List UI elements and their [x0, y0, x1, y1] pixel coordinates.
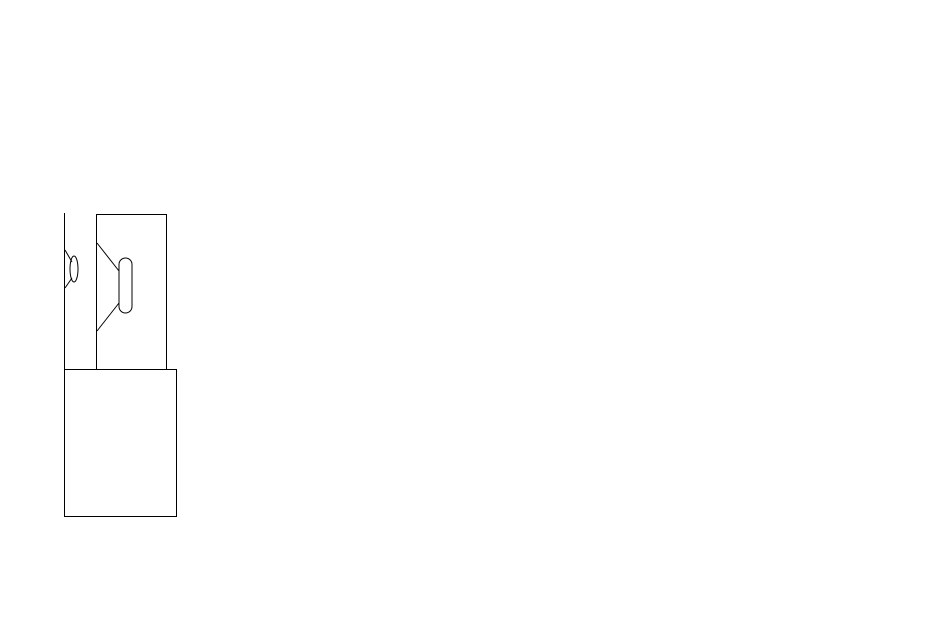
- speaker-lens: [118, 257, 133, 314]
- left-speaker-lens: [69, 255, 79, 283]
- speaker: [96, 242, 133, 332]
- speaker-cone: [96, 302, 120, 332]
- left-speaker: [64, 249, 79, 289]
- left-speaker-cone: [64, 277, 73, 289]
- speaker-cone: [96, 242, 120, 272]
- base-box: [64, 369, 177, 517]
